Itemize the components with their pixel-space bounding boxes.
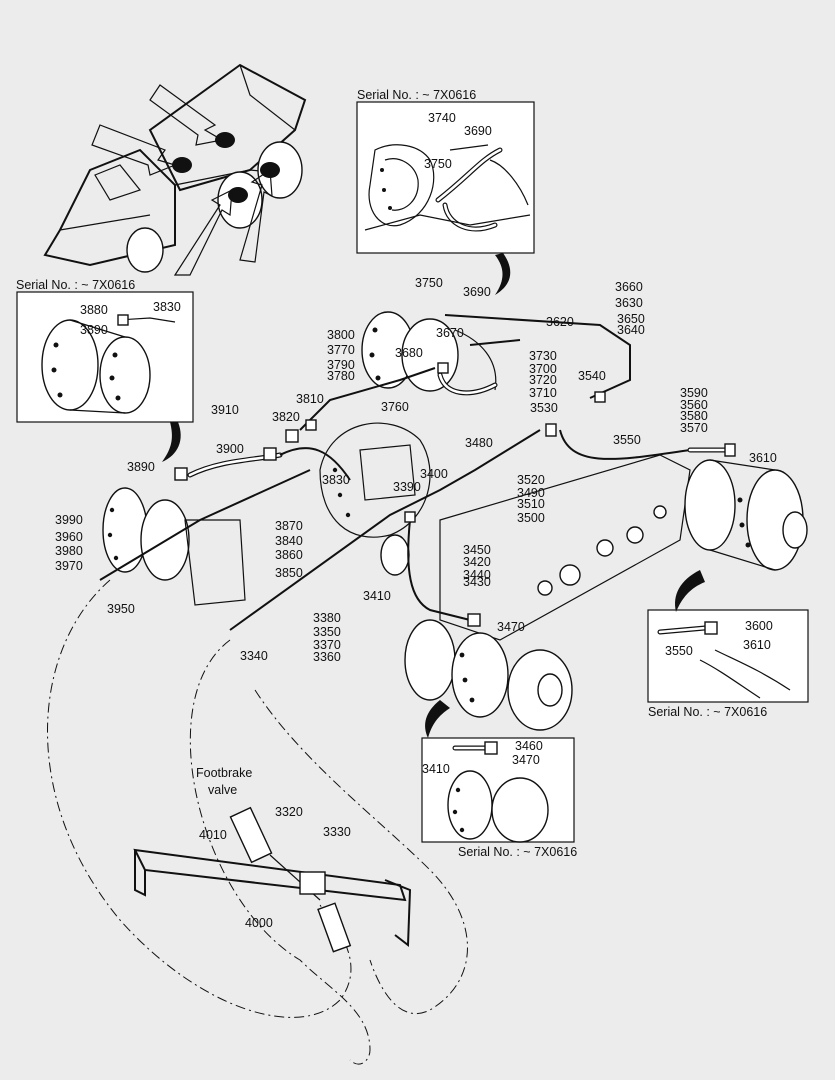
part-number-label: 3690 [464,124,492,138]
part-number-label: 3550 [613,433,641,447]
part-number-label: 3680 [395,346,423,360]
part-number-label: 3600 [745,619,773,633]
part-number-label: 4000 [245,916,273,930]
part-number-label: 3360 [313,650,341,664]
part-number-label: 3460 [515,739,543,753]
part-number-label: 3890 [127,460,155,474]
part-number-label: 3390 [393,480,421,494]
part-number-label: 3720 [529,373,557,387]
part-number-label: 3800 [327,328,355,342]
part-number-label: 3760 [381,400,409,414]
part-number-label: 3750 [415,276,443,290]
part-number-label: 3700 [529,362,557,376]
part-number-label: 3590 [680,386,708,400]
inset-top-artwork [364,144,531,232]
footbrake-label-line1: Footbrake [196,766,252,780]
part-number-label: 3430 [463,575,491,589]
part-number-label: 3910 [211,403,239,417]
part-number-label: 3650 [617,312,645,326]
part-number-label: 3640 [617,323,645,337]
inset-right-artwork [657,621,791,699]
part-number-label: 3840 [275,534,303,548]
part-number-label: 3320 [275,805,303,819]
part-number-label: 3690 [463,285,491,299]
part-number-label: 3610 [749,451,777,465]
part-number-label: 3620 [546,315,574,329]
part-number-label: 3780 [327,369,355,383]
part-number-label: 3770 [327,343,355,357]
part-number-label: 3470 [512,753,540,767]
part-number-label: 3980 [55,544,83,558]
part-number-label: 3530 [530,401,558,415]
part-number-label: 3610 [743,638,771,652]
part-number-label: 3520 [517,473,545,487]
part-number-label: 3510 [517,497,545,511]
inset-bottom-artwork [447,741,549,843]
footbrake-label-line2: valve [208,783,237,797]
part-number-label: 3730 [529,349,557,363]
part-number-label: 3410 [422,762,450,776]
pilot-lines [47,579,468,1065]
part-number-label: 3790 [327,358,355,372]
inset-bottom-pointer [425,700,450,738]
part-number-label: 3660 [615,280,643,294]
part-number-label: 3370 [313,638,341,652]
part-number-label: 3750 [424,157,452,171]
serial-note-bottom: Serial No. : ~ 7X0616 [458,845,577,859]
part-number-label: 3580 [680,409,708,423]
part-number-label: 3850 [275,566,303,580]
part-number-label: 3330 [323,825,351,839]
part-number-label: 4010 [199,828,227,842]
serial-note-right: Serial No. : ~ 7X0616 [648,705,767,719]
part-number-label: 3550 [665,644,693,658]
part-number-callouts: 3740 3690 3750 3880 3830 3890 3750 3690 3620 3660… [55,111,777,930]
part-number-label: 3560 [680,398,708,412]
part-number-label: 3380 [313,611,341,625]
part-number-label: 3900 [216,442,244,456]
part-number-label: 3570 [680,421,708,435]
part-number-label: 3630 [615,296,643,310]
part-number-label: 3710 [529,386,557,400]
part-number-label: 3470 [497,620,525,634]
part-number-label: 3990 [55,513,83,527]
part-number-label: 3500 [517,511,545,525]
part-number-label: 3950 [107,602,135,616]
inset-left-artwork [41,314,176,414]
axle-assembly-artwork [102,311,808,731]
detail-inset-top [356,101,535,254]
part-number-label: 3410 [363,589,391,603]
part-number-label: 3340 [240,649,268,663]
part-number-label: 3740 [428,111,456,125]
part-number-label: 3480 [465,436,493,450]
dump-truck-illustration [43,63,307,276]
part-number-label: 3970 [55,559,83,573]
part-number-label: 3890 [80,323,108,337]
serial-note-top: Serial No. : ~ 7X0616 [357,88,476,102]
part-number-label: 3420 [463,555,491,569]
brake-lines [99,314,736,631]
part-number-label: 3830 [153,300,181,314]
part-number-label: 3860 [275,548,303,562]
inset-right-pointer [675,570,705,612]
part-number-label: 3870 [275,519,303,533]
serial-note-left: Serial No. : ~ 7X0616 [16,278,135,292]
part-number-label: 3810 [296,392,324,406]
part-number-label: 3670 [436,326,464,340]
part-number-label: 3400 [420,467,448,481]
inset-top-pointer [495,253,511,295]
part-number-label: 3540 [578,369,606,383]
inset-left-pointer [162,422,181,462]
part-number-label: 3350 [313,625,341,639]
part-number-label: 3820 [272,410,300,424]
part-number-label: 3450 [463,543,491,557]
part-number-label: 3960 [55,530,83,544]
part-number-label: 3490 [517,486,545,500]
part-number-label: 3830 [322,473,350,487]
part-number-label: 3880 [80,303,108,317]
footbrake-valve-assembly [133,806,412,953]
part-number-label: 3440 [463,568,491,582]
